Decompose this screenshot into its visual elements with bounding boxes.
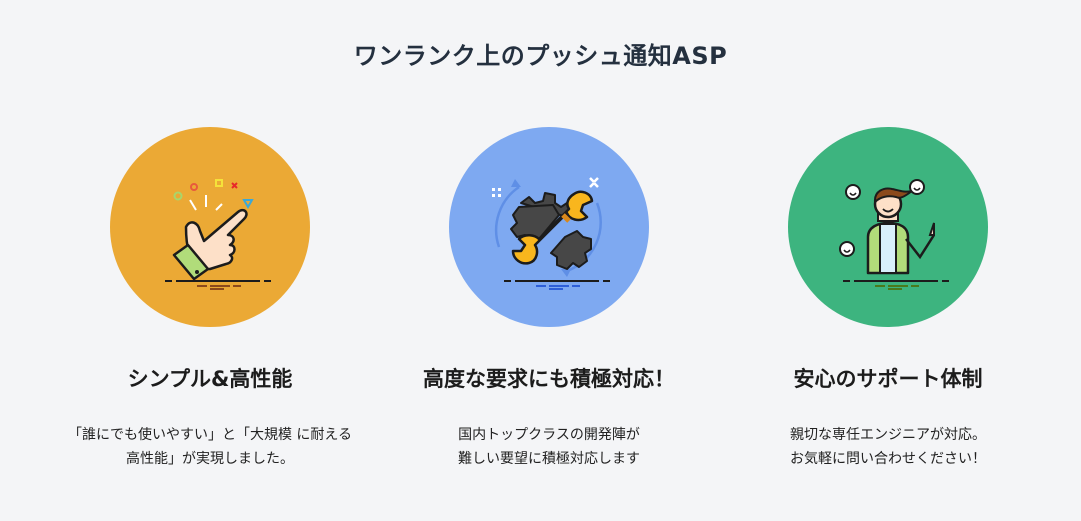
feature-description: 「誰にでも使いやすい」と「大規模 に耐える 高性能」が実現しました。 (30, 423, 390, 471)
feature-description-line: 「誰にでも使いやすい」と「大規模 に耐える (67, 427, 353, 443)
feature-description: 国内トップクラスの開発陣が 難しい要望に積極対応します (369, 423, 729, 471)
feature-icon-circle (110, 127, 310, 327)
feature-description: 親切な専任エンジニアが対応。 お気軽に問い合わせください！ (708, 423, 1068, 471)
feature-title: 高度な要求にも積極対応！ (423, 367, 675, 391)
feature-title: シンプル&高性能 (127, 367, 293, 391)
wrench-gear-icon (492, 177, 610, 290)
feature-icon-circle (449, 127, 649, 327)
feature-description-line: 高性能」が実現しました。 (126, 451, 294, 467)
pointing-hand-icon (165, 179, 271, 290)
feature-description-line: お気軽に問い合わせください！ (790, 451, 986, 467)
support-person-icon (839, 179, 949, 290)
feature-title: 安心のサポート体制 (793, 367, 983, 391)
feature-description-line: 国内トップクラスの開発陣が (458, 427, 640, 443)
feature-icon-circle (788, 127, 988, 327)
feature-description-line: 親切な専任エンジニアが対応。 (790, 427, 986, 443)
page-title: ワンランク上のプッシュ通知ASP (353, 42, 728, 70)
feature-description-line: 難しい要望に積極対応します (458, 451, 640, 467)
